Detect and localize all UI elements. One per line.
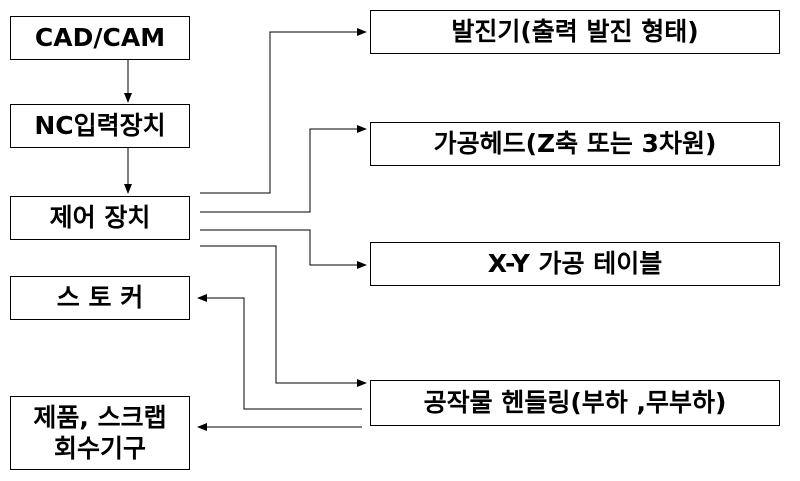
- node-xy-table: X-Y 가공 테이블: [370, 242, 780, 286]
- node-work-handling: 공작물 헨들링(부하 ,무부하): [370, 380, 780, 426]
- node-product-scrap-collector: 제품, 스크랩 회수기구: [10, 396, 190, 470]
- node-control-device: 제어 장치: [10, 196, 190, 240]
- node-stacker: 스 토 커: [10, 276, 190, 320]
- arrow-handling-to-stacker: [197, 294, 362, 410]
- arrow-control-to-head: [200, 125, 367, 213]
- node-oscillator: 발진기(출력 발진 형태): [370, 10, 780, 54]
- arrow-control-to-xy: [200, 229, 367, 269]
- node-processing-head: 가공헤드(Z축 또는 3차원): [370, 122, 780, 166]
- node-cad-cam: CAD/CAM: [10, 16, 190, 60]
- arrow-control-to-handling: [200, 245, 367, 387]
- arrow-control-to-oscillator: [200, 28, 367, 194]
- node-nc-input-device: NC입력장치: [10, 104, 190, 148]
